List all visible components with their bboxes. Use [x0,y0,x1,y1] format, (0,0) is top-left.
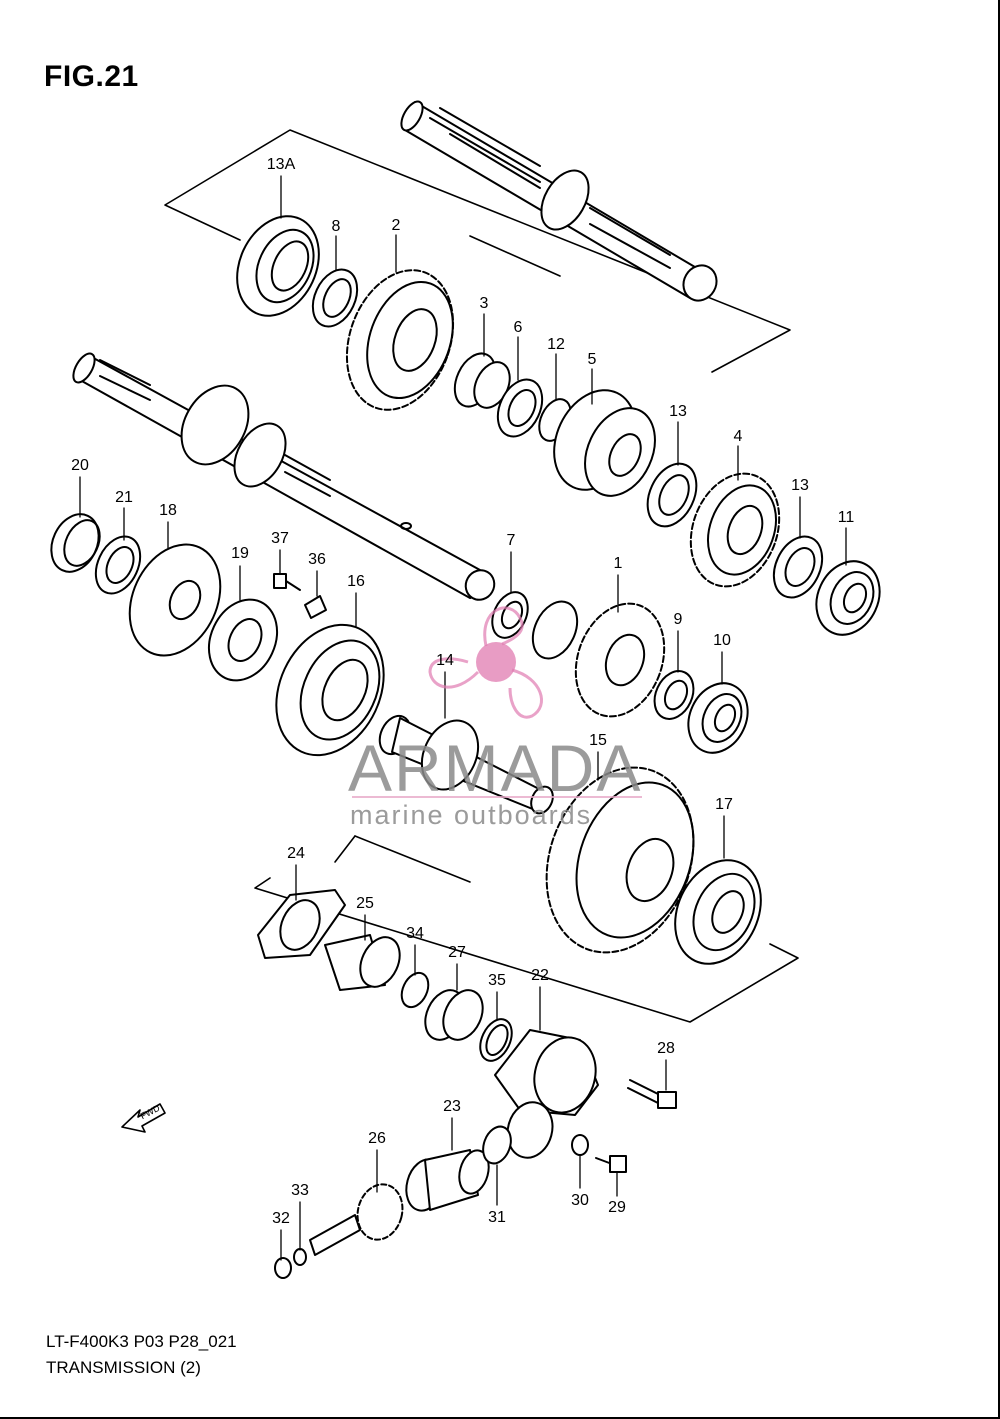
gear-15 [545,766,695,954]
ring-33 [293,1248,307,1266]
callout-21: 21 [115,489,133,506]
callout-17: 17 [715,796,733,813]
countershaft-bracket [164,129,791,373]
fwd-arrow-icon [121,1103,166,1133]
housing-22 [494,1029,599,1159]
bushing-3 [453,352,511,409]
output-shaft-bracket [254,835,799,1023]
washer-7 [491,591,529,639]
callout-12: 12 [547,336,565,353]
watermark-tagline: marine outboards [350,800,593,830]
washer-19 [207,598,279,682]
o-ring-31 [482,1125,512,1165]
callout-7: 7 [506,532,516,549]
bearing-10 [687,682,749,754]
bolt-29 [595,1155,627,1173]
callout-9: 9 [673,611,683,628]
callout-19: 19 [231,545,249,562]
callout-1: 1 [613,555,623,572]
countershaft [400,100,718,302]
callout-26: 26 [368,1130,386,1147]
callout-5: 5 [587,351,597,368]
washer-21 [94,535,142,595]
callout-13-lower: 13 [791,477,809,494]
washer-6 [496,378,544,438]
callout-37: 37 [271,530,289,547]
callout-28: 28 [657,1040,675,1057]
callout-23: 23 [443,1098,461,1115]
callout-32: 32 [272,1210,290,1227]
callout-10: 10 [713,632,731,649]
gear-2 [345,269,455,411]
washer-13-upper [646,462,698,528]
callout-35: 35 [488,972,506,989]
callout-25: 25 [356,895,374,912]
figure-title: FIG.21 [44,60,139,93]
gear-18 [128,543,222,657]
plate-36 [304,595,327,619]
washer-8 [311,268,359,328]
bearing-13a [236,215,320,317]
callout-31: 31 [488,1209,506,1226]
callout-30: 30 [571,1192,589,1209]
watermark-divider [352,796,642,798]
callout-18: 18 [159,502,177,519]
washer-30 [571,1134,589,1156]
cap-27 [424,989,484,1041]
output-shaft-14 [378,714,554,815]
callout-4: 4 [733,428,743,445]
gear-26 [309,1183,404,1256]
gasket-24 [257,889,346,959]
gear-4 [689,472,781,588]
bearing-16 [275,623,385,757]
callout-2: 2 [391,217,401,234]
o-ring-34 [400,971,430,1009]
callout-29: 29 [608,1199,626,1216]
o-ring-35 [479,1018,513,1062]
bolt-37 [273,573,301,591]
watermark-propeller-icon [428,606,543,719]
ring-32 [274,1257,292,1279]
bolt-28 [627,1079,677,1109]
callout-11: 11 [837,509,855,526]
leader-lines [79,175,847,1261]
diagram-title: TRANSMISSION (2) [46,1358,201,1377]
callout-20: 20 [71,457,89,474]
model-code: LT-F400K3 P03 P28_021 [46,1332,237,1351]
callout-34: 34 [406,925,424,942]
main-shaft [72,352,496,601]
callout-3: 3 [479,295,489,312]
callout-33: 33 [291,1182,309,1199]
pinion-25 [324,934,401,991]
bushing-23 [405,1149,490,1212]
washer-13-lower [772,535,824,599]
callout-13a: 13A [266,156,296,173]
callout-36: 36 [308,551,326,568]
gear-5 [553,389,656,497]
bearing-11 [815,560,881,636]
callout-27: 27 [448,944,466,961]
watermark-brand: ARMADA [348,731,643,805]
callout-16: 16 [347,573,365,590]
callout-24: 24 [287,845,305,862]
washer-9 [653,670,695,720]
callout-22: 22 [531,967,549,984]
callout-8: 8 [331,218,341,235]
bearing-17 [674,859,762,965]
oil-seal-20 [50,513,101,573]
gear-1 [531,600,666,718]
callout-6: 6 [513,319,523,336]
callout-14: 14 [436,652,454,669]
callout-15: 15 [589,732,607,749]
callout-13-upper: 13 [669,403,687,420]
